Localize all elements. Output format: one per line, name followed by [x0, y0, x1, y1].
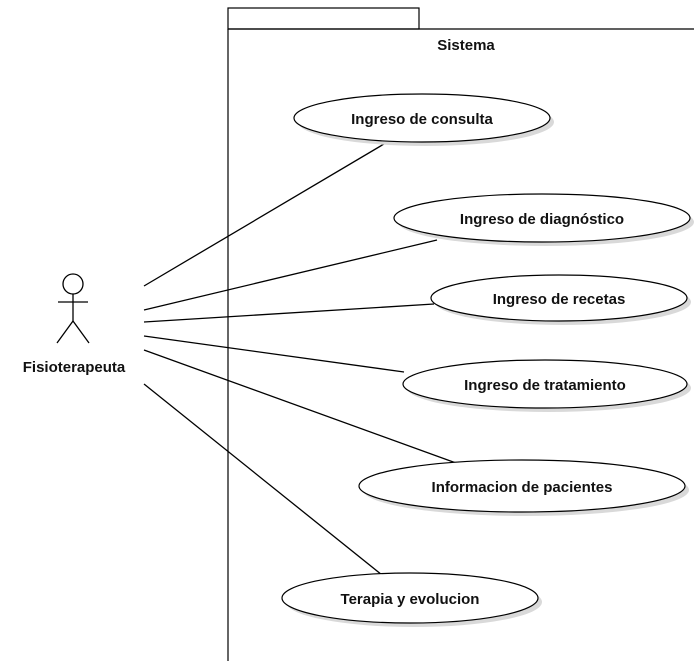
use-case-label: Terapia y evolucion: [341, 591, 480, 608]
use-case-ellipse: [402, 359, 688, 409]
actor-fisioterapeuta[interactable]: Fisioterapeuta: [23, 273, 126, 376]
use-case-label: Ingreso de consulta: [351, 111, 493, 128]
association-diagnostico: [143, 239, 438, 311]
use-case-tratamiento[interactable]: Ingreso de tratamiento: [402, 359, 691, 412]
use-case-diagnostico[interactable]: Ingreso de diagnóstico: [393, 193, 694, 246]
system-boundary: Sistema: [227, 7, 694, 661]
associations: [143, 143, 457, 576]
use-case-ellipse: [393, 193, 691, 243]
system-tab: [227, 7, 420, 30]
use-case-pacientes[interactable]: Informacion de pacientes: [358, 459, 689, 516]
use-case-ellipse: [358, 459, 686, 513]
association-terapia: [143, 383, 383, 576]
use-case-label: Ingreso de diagnóstico: [460, 211, 624, 228]
association-consulta: [143, 143, 385, 287]
actor-name: Fisioterapeuta: [23, 359, 126, 376]
use-case-recetas[interactable]: Ingreso de recetas: [430, 274, 691, 325]
use-case-terapia[interactable]: Terapia y evolucion: [281, 572, 542, 627]
system-frame: [227, 28, 694, 661]
use-case-consulta[interactable]: Ingreso de consulta: [293, 93, 554, 146]
use-case-label: Informacion de pacientes: [432, 479, 613, 496]
system-title: Sistema: [437, 37, 495, 54]
actor-stick-figure-icon: [56, 273, 90, 344]
use-case-label: Ingreso de tratamiento: [464, 377, 626, 394]
use-case-ellipse: [293, 93, 551, 143]
use-case-ellipse: [281, 572, 539, 624]
association-pacientes: [143, 349, 457, 464]
use-case-label: Ingreso de recetas: [493, 291, 626, 308]
use-case-ellipse: [430, 274, 688, 322]
association-recetas: [143, 303, 435, 323]
association-tratamiento: [143, 335, 405, 373]
